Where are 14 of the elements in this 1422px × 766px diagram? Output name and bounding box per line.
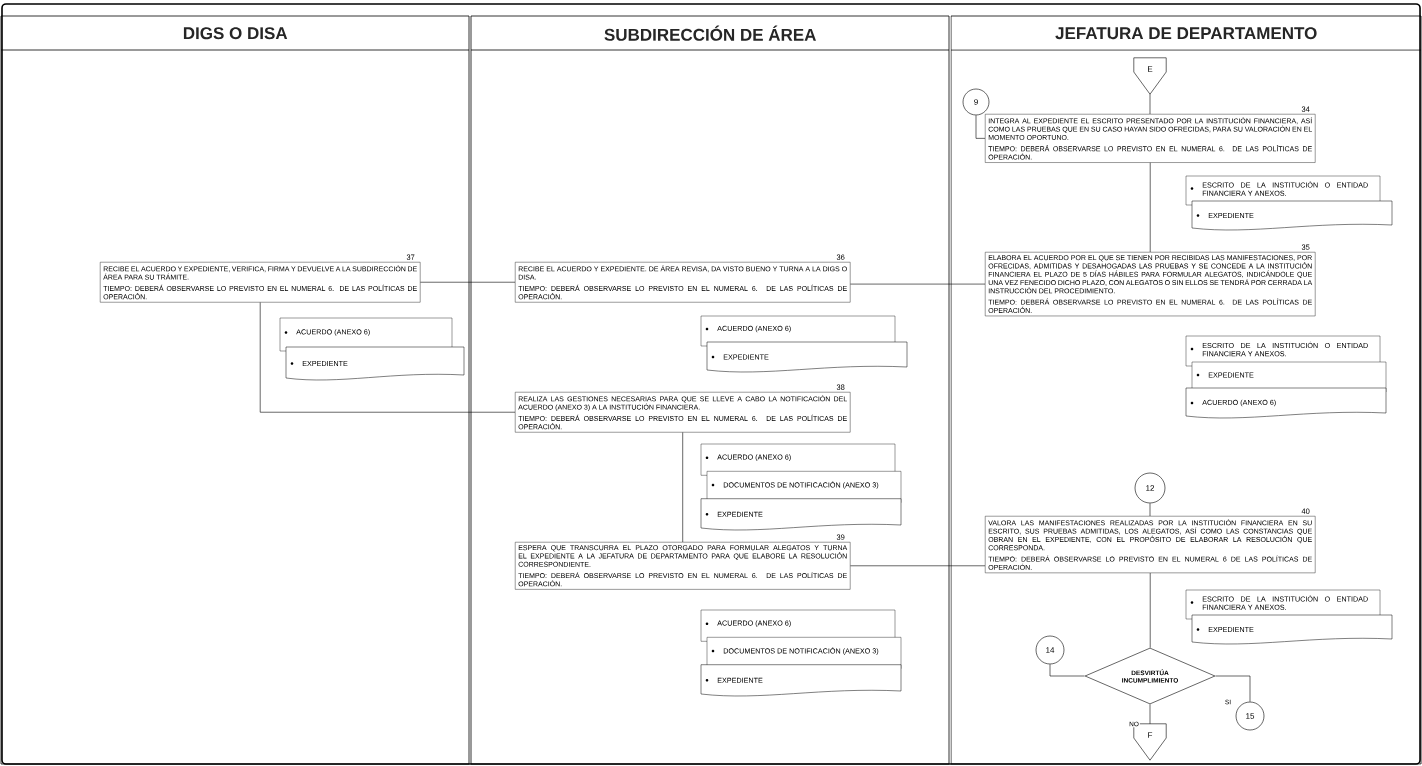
connector-line: [850, 565, 986, 567]
connector-line: [975, 115, 986, 139]
connector-line: [1149, 704, 1151, 725]
connector-line: [1149, 93, 1151, 115]
connector-line: [259, 302, 516, 413]
connector-line: [420, 281, 516, 283]
off-page-connector: E: [1133, 57, 1167, 95]
connector-line: [1149, 162, 1151, 253]
connector-line: [1149, 503, 1151, 517]
connector-line: [850, 283, 986, 285]
connector-line: [1149, 572, 1151, 648]
connector-line: [1049, 664, 1085, 677]
connector-line: [682, 432, 683, 543]
connector-line: [1215, 675, 1251, 702]
